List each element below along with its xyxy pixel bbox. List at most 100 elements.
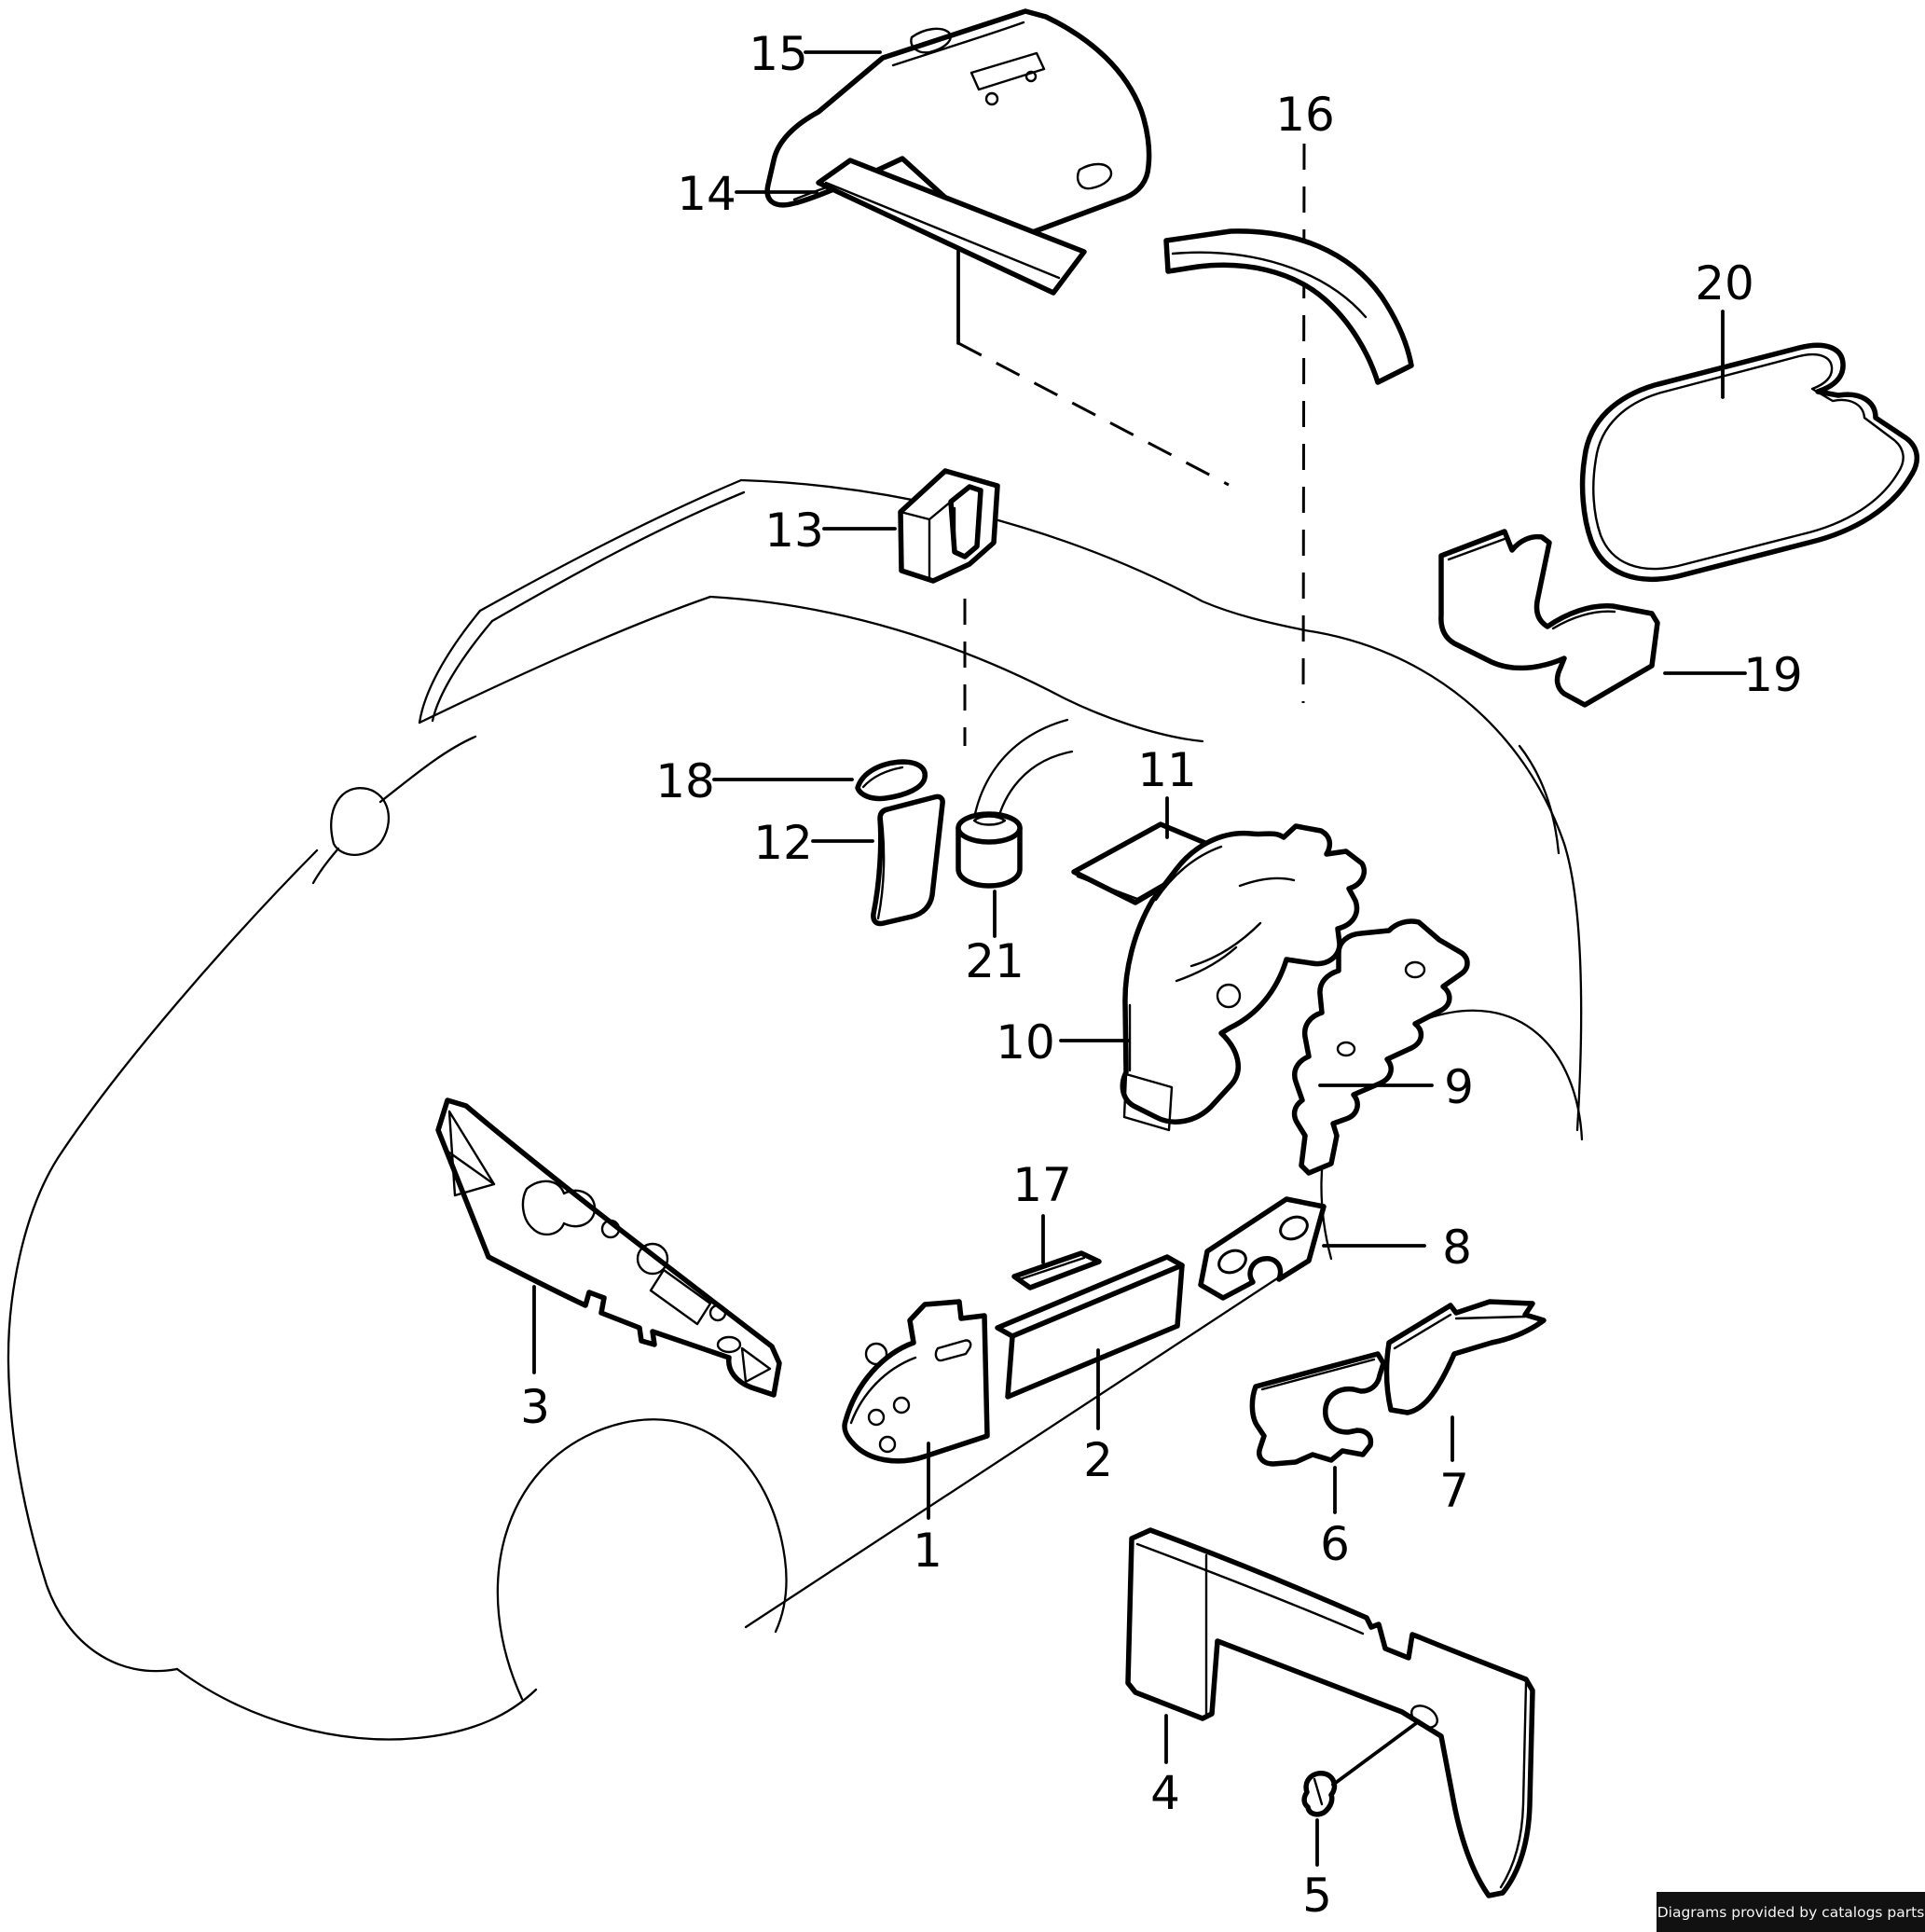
part-7-inner-1 bbox=[1393, 1313, 1452, 1350]
callout-17: 17 bbox=[1012, 1158, 1072, 1212]
car-front-wheel-arch bbox=[496, 1418, 788, 1701]
callout-20: 20 bbox=[1695, 256, 1754, 310]
callout-6: 6 bbox=[1320, 1517, 1350, 1571]
part-13-slot bbox=[948, 484, 983, 559]
callout-9: 9 bbox=[1444, 1060, 1474, 1114]
callout-2: 2 bbox=[1083, 1433, 1113, 1487]
part-8-hole-2 bbox=[1279, 1215, 1309, 1241]
part-15-hole-1 bbox=[984, 91, 999, 106]
part-8-shape bbox=[1198, 1196, 1327, 1301]
part-10-rib-1 bbox=[1154, 845, 1223, 902]
part-2-face bbox=[1005, 1263, 1185, 1400]
callout-5: 5 bbox=[1302, 1869, 1332, 1923]
callout-8: 8 bbox=[1442, 1221, 1472, 1275]
part-10-hole bbox=[1216, 983, 1242, 1009]
part-10-foot bbox=[1122, 1072, 1174, 1132]
part-14-inner-line bbox=[824, 181, 1061, 280]
part-19-inner-1 bbox=[1447, 537, 1506, 561]
parts bbox=[435, 8, 1919, 1898]
part-9-hole-2 bbox=[1336, 1041, 1356, 1057]
car-mirror bbox=[330, 787, 391, 856]
callout-3: 3 bbox=[520, 1380, 550, 1434]
callout-10: 10 bbox=[996, 1015, 1055, 1070]
part-3-hole-3 bbox=[708, 1304, 727, 1322]
callout-4: 4 bbox=[1150, 1766, 1180, 1820]
car-hood-silhouette bbox=[7, 849, 319, 1673]
part-3-oval-hole bbox=[716, 1335, 742, 1354]
part-1-hole-2 bbox=[892, 1396, 911, 1414]
callout-16: 16 bbox=[1275, 88, 1335, 142]
part-4-shape bbox=[1125, 1527, 1535, 1898]
part-3-hole-big bbox=[636, 1242, 669, 1276]
car-cowl-line bbox=[418, 595, 712, 724]
part-1-slot bbox=[934, 1339, 972, 1362]
part-1-hole-3 bbox=[867, 1408, 886, 1427]
part-19-shape bbox=[1438, 529, 1660, 708]
part15-assembly-dash bbox=[957, 341, 1230, 487]
callout-14: 14 bbox=[677, 167, 736, 221]
car-fender-edge bbox=[311, 847, 340, 885]
part-3-rect-hole bbox=[649, 1268, 712, 1326]
part-1-hole-1 bbox=[864, 1342, 888, 1366]
callout-21: 21 bbox=[965, 934, 1024, 988]
part-7-inner-2 bbox=[1454, 1315, 1527, 1320]
callout-13: 13 bbox=[764, 504, 824, 558]
part-13-shape bbox=[898, 468, 1000, 584]
part-19-inner-2 bbox=[1551, 610, 1616, 630]
part-18-inner-line bbox=[861, 766, 904, 789]
part-15-inner-edge bbox=[891, 21, 1025, 67]
car-a-pillar-inner bbox=[431, 619, 494, 723]
part-4-hole bbox=[1410, 1704, 1438, 1729]
part-21-top bbox=[956, 811, 1023, 845]
callout-leaders bbox=[532, 50, 1747, 1867]
part-9-hole-1 bbox=[1404, 960, 1426, 979]
part-4-right-edge bbox=[1499, 1681, 1528, 1889]
part-14-shape bbox=[816, 158, 1087, 296]
car-windshield-header-inner bbox=[490, 490, 746, 623]
part-1-shape bbox=[842, 1299, 990, 1464]
part-16-shape bbox=[1163, 228, 1414, 385]
callout-1: 1 bbox=[913, 1524, 942, 1578]
car-windshield-header bbox=[478, 478, 743, 613]
part-3-shape bbox=[435, 1097, 782, 1398]
car-rear-fender bbox=[1303, 628, 1583, 1132]
watermark-box bbox=[1657, 1892, 1925, 1932]
part-15-center-plate bbox=[969, 51, 1046, 91]
callout-18: 18 bbox=[655, 754, 715, 808]
part-4-top-inner bbox=[1135, 1542, 1365, 1635]
callouts: 1 2 3 4 5 6 7 8 9 10 11 12 13 14 15 16 1… bbox=[520, 27, 1803, 1923]
part-10-shape bbox=[1120, 823, 1368, 1125]
watermark-text: Diagrams provided by catalogs parts bbox=[1657, 1904, 1925, 1921]
part16-assembly-dash bbox=[1301, 143, 1306, 704]
part-21-top-detail bbox=[972, 815, 1007, 826]
car-sill-line bbox=[744, 1264, 1298, 1629]
part-20-shape bbox=[1579, 342, 1919, 582]
car-mirror-stem bbox=[378, 735, 477, 804]
car-beltline bbox=[739, 478, 1307, 632]
car-a-pillar bbox=[418, 609, 482, 724]
callout-11: 11 bbox=[1137, 743, 1197, 797]
callout-12: 12 bbox=[753, 816, 813, 870]
part-12-shape bbox=[871, 794, 945, 927]
part-18-shape bbox=[855, 759, 928, 802]
part-20-inner-border bbox=[1592, 352, 1904, 571]
part-10-rib-4 bbox=[1175, 945, 1238, 983]
part-3-xbrace bbox=[447, 1110, 496, 1197]
part-16-inner-line bbox=[1171, 251, 1368, 319]
callout-5-pointer bbox=[1331, 1719, 1421, 1787]
part-1-inner-curve bbox=[849, 1356, 917, 1425]
part-3-hole-small bbox=[600, 1219, 621, 1239]
part-12-edge-line bbox=[876, 811, 886, 920]
watermark: Diagrams provided by catalogs parts bbox=[1657, 1892, 1925, 1932]
part-17-shape bbox=[1011, 1250, 1102, 1290]
part-6-shape bbox=[1249, 1351, 1386, 1467]
part-13-edge-2 bbox=[928, 500, 953, 521]
callout-15: 15 bbox=[749, 27, 808, 81]
part-3-blob-hole bbox=[521, 1180, 597, 1236]
part-1-hole-4 bbox=[878, 1435, 897, 1454]
part-15-hole-2 bbox=[1024, 70, 1038, 83]
part-15-slot-left bbox=[910, 27, 952, 54]
part-9-shape bbox=[1291, 918, 1470, 1176]
part-17-inner-line bbox=[1018, 1256, 1086, 1281]
callout-7: 7 bbox=[1439, 1464, 1469, 1518]
